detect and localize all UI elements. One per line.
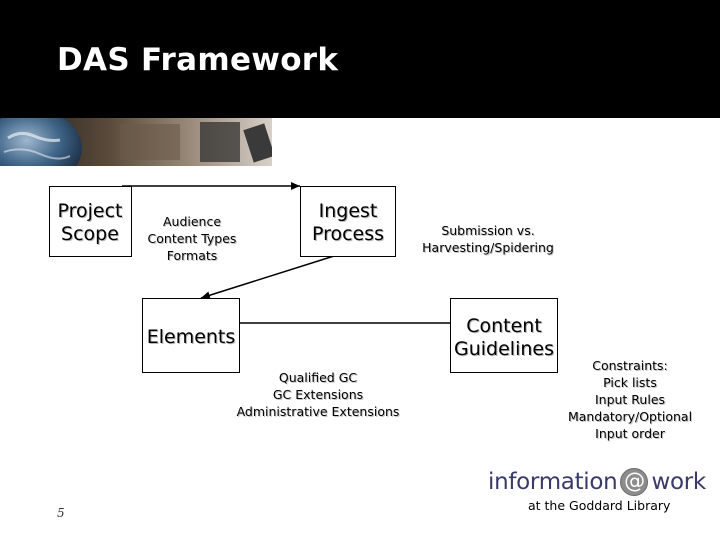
ingest-process-box: Ingest Process (300, 186, 396, 257)
at-sign-icon: @ (620, 468, 649, 496)
information-at-work-logo: information @ work (488, 468, 706, 496)
elements-box: Elements (142, 298, 240, 373)
banner-image (0, 118, 272, 166)
logo-word-information: information (488, 469, 618, 495)
elements-label: Elements (146, 326, 236, 348)
audience-annotation: Audience Content Types Formats (147, 214, 237, 263)
content-guidelines-label: Content Guidelines (454, 315, 554, 360)
constraints-annotation: Constraints: Pick lists Input Rules Mand… (567, 358, 693, 441)
submission-annotation: Submission vs. Harvesting/Spidering (422, 223, 554, 255)
project-scope-box: Project Scope (49, 186, 132, 257)
title-bar: DAS Framework (0, 0, 720, 118)
logo-word-work: work (651, 469, 706, 495)
arrow-ingest-to-elements (200, 255, 335, 300)
logo-tagline: at the Goddard Library (528, 498, 671, 513)
slide-title: DAS Framework (57, 42, 339, 78)
earth-banner-graphic (0, 118, 272, 166)
ingest-process-label: Ingest Process (311, 200, 385, 245)
page-number: 5 (57, 506, 65, 520)
content-guidelines-box: Content Guidelines (450, 298, 558, 373)
project-scope-label: Project Scope (57, 200, 123, 245)
earth-globe (0, 118, 82, 166)
qualified-annotation: Qualified GC GC Extensions Administrativ… (236, 370, 400, 419)
